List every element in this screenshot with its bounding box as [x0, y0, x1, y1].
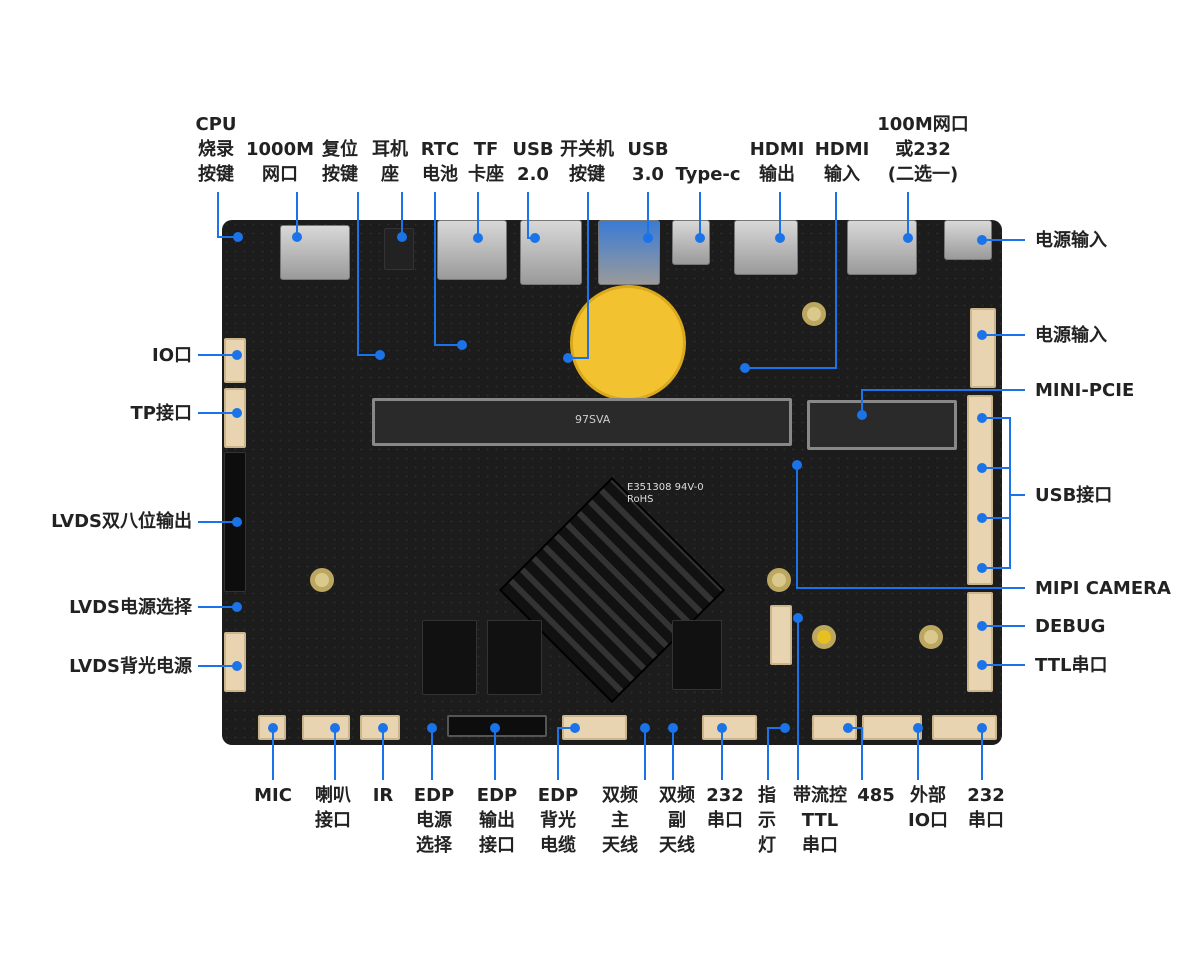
label-power-input-1: 电源输入 — [1035, 230, 1107, 251]
mini-pcie-slot — [807, 400, 957, 450]
label-indicator-led: 指 示 灯 — [758, 785, 776, 856]
usb-connectors — [967, 395, 993, 585]
label-tf-card: TF 卡座 — [468, 139, 504, 185]
mount-hole — [812, 625, 836, 649]
label-1000m-ethernet: 1000M 网口 — [245, 139, 315, 185]
label-mic: MIC — [254, 785, 292, 806]
label-mini-pcie: MINI-PCIE — [1035, 380, 1135, 401]
label-rtc-battery: RTC 电池 — [420, 139, 460, 185]
usb2-port — [520, 220, 582, 285]
label-wifi-main-antenna: 双频 主 天线 — [602, 785, 638, 856]
label-external-io: 外部 IO口 — [908, 785, 948, 831]
board-marking: E351308 94V-0 RoHS — [627, 482, 704, 505]
io-connector — [224, 338, 246, 383]
ext-io-connector — [862, 715, 922, 740]
so-dimm-slot: 97SVA — [372, 398, 792, 446]
label-ttl-serial: TTL串口 — [1035, 655, 1108, 676]
label-mipi-camera: MIPI CAMERA — [1035, 578, 1171, 599]
label-debug: DEBUG — [1035, 616, 1106, 637]
ethernet-1000m-port — [280, 225, 350, 280]
rtc-battery — [570, 285, 686, 401]
label-rs485: 485 — [857, 785, 895, 806]
speaker-connector — [302, 715, 350, 740]
label-lvds-output: LVDS双八位输出 — [51, 511, 192, 532]
label-edp-backlight: EDP 背光 电缆 — [537, 785, 579, 856]
usb3-port — [598, 220, 660, 285]
ethernet-100m-port — [847, 220, 917, 275]
label-100m-ethernet: 100M网口 或232 (二选一) — [877, 114, 969, 185]
label-hdmi-in: HDMI 输入 — [814, 139, 870, 185]
label-power-input-2: 电源输入 — [1035, 325, 1107, 346]
label-usb2: USB 2.0 — [512, 139, 554, 185]
label-edp-power-select: EDP 电源 选择 — [413, 785, 455, 856]
label-usb3: USB 3.0 — [627, 139, 669, 185]
label-tp: TP接口 — [130, 403, 192, 424]
label-cpu-flash-button: CPU 烧录 按键 — [195, 114, 237, 185]
mount-hole — [802, 302, 826, 326]
label-type-c: Type-c — [675, 164, 741, 185]
mount-hole — [310, 568, 334, 592]
mipi-connector — [770, 605, 792, 665]
label-speaker: 喇叭 接口 — [315, 785, 351, 831]
rs232-connector — [702, 715, 757, 740]
label-headphone-jack: 耳机 座 — [372, 139, 408, 185]
mount-hole — [767, 568, 791, 592]
label-lvds-power-select: LVDS电源选择 — [69, 597, 192, 618]
label-rs232: 232 串口 — [706, 785, 744, 831]
label-edp-output: EDP 输出 接口 — [476, 785, 518, 856]
pcb-board: 97SVA E351308 94V-0 RoHS — [222, 220, 1002, 745]
label-reset-button: 复位 按键 — [322, 139, 358, 185]
label-rs232-2: 232 串口 — [967, 785, 1005, 831]
tf-card-slot — [437, 220, 507, 280]
label-power-button: 开关机 按键 — [560, 139, 614, 185]
tp-connector — [224, 388, 246, 448]
memory-chip — [422, 620, 477, 695]
power-in-connector — [970, 308, 996, 388]
label-hdmi-out: HDMI 输出 — [749, 139, 805, 185]
label-wifi-aux-antenna: 双频 副 天线 — [659, 785, 695, 856]
type-c-port — [672, 220, 710, 265]
ttl-flow-connector — [812, 715, 857, 740]
memory-chip — [672, 620, 722, 690]
label-usb-ports: USB接口 — [1035, 485, 1113, 506]
label-ir: IR — [372, 785, 394, 806]
mount-hole — [919, 625, 943, 649]
memory-chip — [487, 620, 542, 695]
label-ttl-flow-control: 带流控 TTL 串口 — [793, 785, 847, 856]
label-lvds-backlight: LVDS背光电源 — [69, 656, 192, 677]
label-io: IO口 — [152, 345, 192, 366]
hdmi-out-port — [734, 220, 798, 275]
slot-marking: 97SVA — [575, 413, 611, 426]
debug-ttl-connectors — [967, 592, 993, 692]
